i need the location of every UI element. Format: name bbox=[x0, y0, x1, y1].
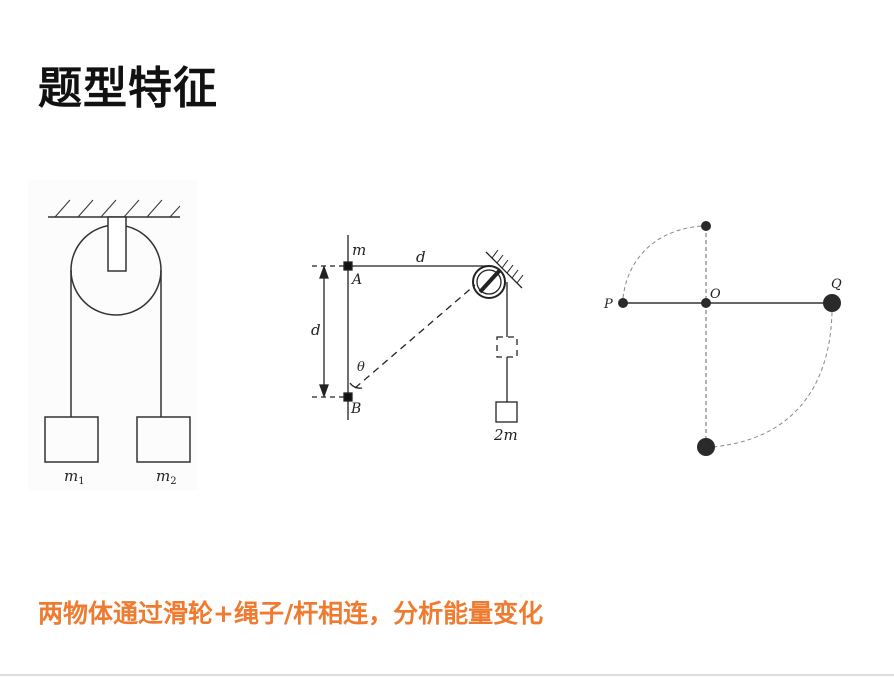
svg-text:m1: m1 bbox=[64, 467, 85, 487]
svg-text:d: d bbox=[311, 321, 321, 339]
svg-text:P: P bbox=[603, 297, 613, 312]
divider bbox=[0, 674, 894, 676]
page-title: 题型特征 bbox=[38, 63, 218, 114]
svg-text:A: A bbox=[350, 272, 362, 288]
svg-text:θ: θ bbox=[357, 360, 365, 375]
svg-text:Q: Q bbox=[831, 277, 842, 292]
pulley-mount bbox=[107, 216, 127, 272]
svg-text:m2: m2 bbox=[156, 467, 177, 487]
svg-text:2m: 2m bbox=[493, 426, 518, 444]
svg-text:B: B bbox=[350, 401, 361, 417]
svg-text:O: O bbox=[710, 287, 721, 302]
svg-text:d: d bbox=[416, 248, 426, 266]
mass-block-2 bbox=[136, 416, 191, 463]
pulley-2 bbox=[472, 265, 506, 299]
rod-pulley-diagram: m A B d d θ 2m bbox=[311, 235, 524, 444]
slide-caption: 两物体通过滑轮+绳子/杆相连，分析能量变化 bbox=[38, 599, 544, 628]
rotating-rod-diagram: P O Q bbox=[603, 221, 842, 456]
atwood-pulley-diagram: m1 m2 bbox=[28, 180, 198, 490]
mass-block-1 bbox=[44, 416, 99, 463]
svg-text:m: m bbox=[352, 241, 366, 259]
